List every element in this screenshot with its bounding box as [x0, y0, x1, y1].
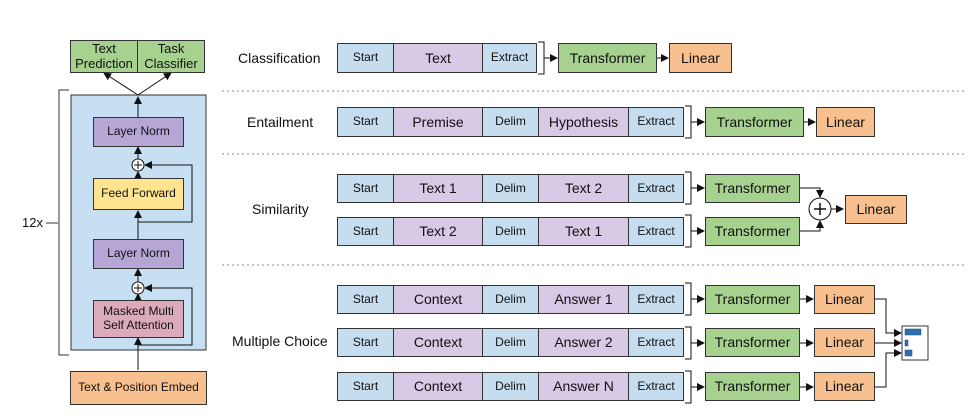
linear-box: Linear	[816, 107, 875, 137]
token-delim: Delim	[482, 372, 539, 401]
token-extract: Extract	[482, 43, 537, 73]
transformer-box: Transformer	[705, 285, 800, 314]
linear-box: Linear	[814, 372, 875, 401]
token-start: Start	[337, 43, 394, 73]
repeat-bracket	[58, 89, 69, 356]
token-delim: Delim	[482, 217, 539, 246]
token-extract: Extract	[628, 372, 684, 401]
token-extract: Extract	[628, 107, 684, 137]
token-text: Text	[393, 43, 483, 73]
transformer-box: Transformer	[705, 174, 800, 203]
linear-box: Linear	[845, 195, 907, 224]
token-extract: Extract	[628, 174, 684, 203]
linear-box: Linear	[814, 328, 875, 357]
token-hypothesis: Hypothesis	[538, 107, 629, 137]
classification-label: Classification	[238, 50, 321, 66]
token-text-1: Text 1	[393, 174, 483, 203]
text-prediction-box: Text Prediction	[70, 40, 138, 73]
token-start: Start	[337, 372, 394, 401]
repeat-label: 12x	[22, 215, 43, 230]
attention-box: Masked Multi Self Attention	[93, 300, 184, 338]
multiple-choice-label: Multiple Choice	[232, 333, 328, 349]
token-extract: Extract	[628, 328, 684, 357]
token-text-1: Text 1	[538, 217, 629, 246]
task-classifier-box: Task Classifier	[137, 40, 205, 73]
feed-forward-box: Feed Forward	[93, 178, 184, 210]
token-start: Start	[337, 107, 394, 137]
token-delim: Delim	[482, 107, 539, 137]
layer-norm-bottom: Layer Norm	[93, 239, 184, 269]
token-start: Start	[337, 285, 394, 314]
token-delim: Delim	[482, 285, 539, 314]
token-delim: Delim	[482, 174, 539, 203]
token-answer: Answer 1	[538, 285, 629, 314]
embed-box: Text & Position Embed	[70, 371, 207, 405]
linear-box: Linear	[669, 43, 732, 73]
entailment-label: Entailment	[247, 114, 314, 130]
transformer-box: Transformer	[705, 328, 800, 357]
token-delim: Delim	[482, 328, 539, 357]
token-start: Start	[337, 217, 394, 246]
token-start: Start	[337, 328, 394, 357]
token-context: Context	[393, 372, 483, 401]
token-context: Context	[393, 285, 483, 314]
transformer-box: Transformer	[705, 107, 804, 137]
token-text-2: Text 2	[538, 174, 629, 203]
token-extract: Extract	[628, 285, 684, 314]
transformer-box: Transformer	[705, 217, 800, 246]
token-text-2: Text 2	[393, 217, 483, 246]
linear-box: Linear	[814, 285, 875, 314]
token-answer: Answer N	[538, 372, 629, 401]
similarity-label: Similarity	[252, 201, 309, 217]
transformer-box: Transformer	[558, 43, 657, 73]
token-answer: Answer 2	[538, 328, 629, 357]
token-context: Context	[393, 328, 483, 357]
token-start: Start	[337, 174, 394, 203]
transformer-box: Transformer	[705, 372, 800, 401]
token-premise: Premise	[393, 107, 483, 137]
token-extract: Extract	[628, 217, 684, 246]
layer-norm-top: Layer Norm	[93, 117, 184, 147]
